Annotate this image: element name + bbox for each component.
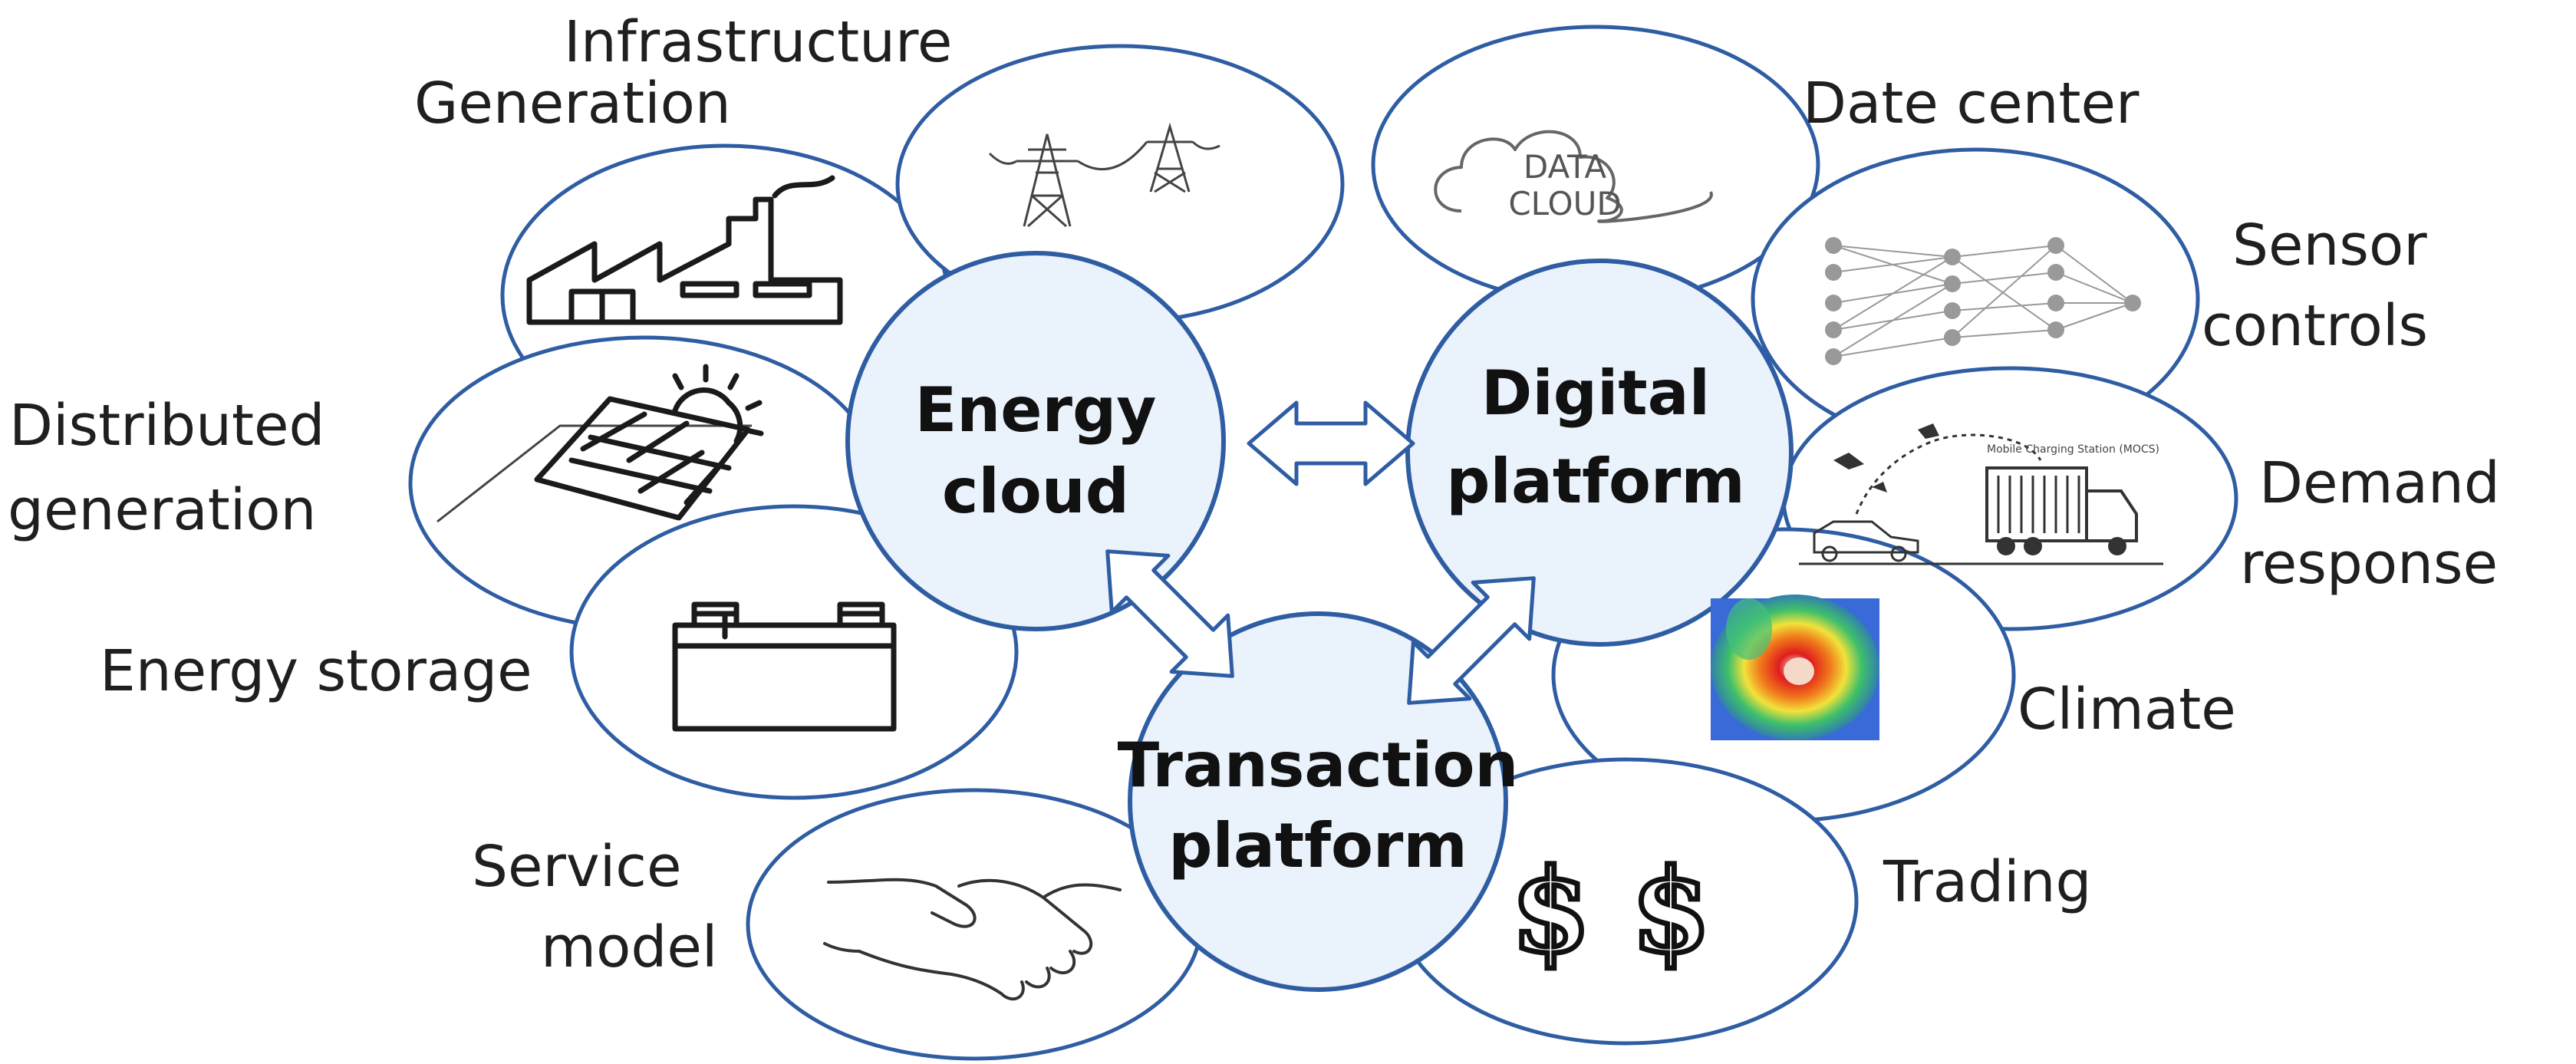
battery-icon [672,601,897,732]
hub-label-energy-line1: Energy [915,374,1157,446]
data-cloud-icon: DATA CLOUD [1434,130,1713,223]
label-distributed-line2: generation [8,477,316,543]
label-infrastructure: Infrastructure [564,9,952,75]
ev-charging-icon: Mobile Charging Station (MOCS) [1799,423,2163,565]
dollar-icon: $ $ [1508,842,1714,982]
hub-transaction-platform [1128,611,1508,992]
neural-network-icon [1825,237,2141,365]
label-trading: Trading [1883,849,2092,915]
hub-label-digital-line2: platform [1446,446,1745,517]
hurricane-map-icon [1711,595,1879,740]
power-tower-icon [988,122,1220,228]
hub-energy-cloud [845,251,1226,631]
arrow-energy-transaction [1105,549,1234,678]
hub-label-transaction-line2: platform [1168,810,1468,881]
label-distributed-line1: Distributed [9,393,324,459]
label-sensor-line1: Sensor [2232,212,2427,278]
dollar-text: $ $ [1511,844,1711,979]
label-date-center: Date center [1803,71,2140,137]
label-generation: Generation [414,71,731,137]
solar-panel-icon [436,364,764,523]
arrow-energy-digital [1247,400,1415,486]
data-cloud-text-line2: CLOUD [1508,185,1621,222]
label-demand-line2: response [2240,531,2498,597]
hub-label-digital-line1: Digital [1481,357,1710,429]
arrow-digital-transaction [1407,576,1536,705]
hub-label-transaction-line1: Transaction [1118,730,1519,801]
handshake-icon [823,878,1122,1001]
hub-digital-platform [1405,259,1794,647]
label-service-line1: Service [472,834,682,900]
hub-label-energy-line2: cloud [942,456,1129,527]
factory-icon [526,175,843,325]
mobile-station-text: Mobile Charging Station (MOCS) [1987,443,2159,456]
data-cloud-text-line1: DATA [1524,148,1606,186]
label-sensor-line2: controls [2202,293,2428,359]
label-service-line2: model [541,914,717,980]
label-climate: Climate [2018,677,2236,743]
label-demand-line1: Demand [2259,450,2500,516]
label-energy-storage: Energy storage [100,638,532,704]
